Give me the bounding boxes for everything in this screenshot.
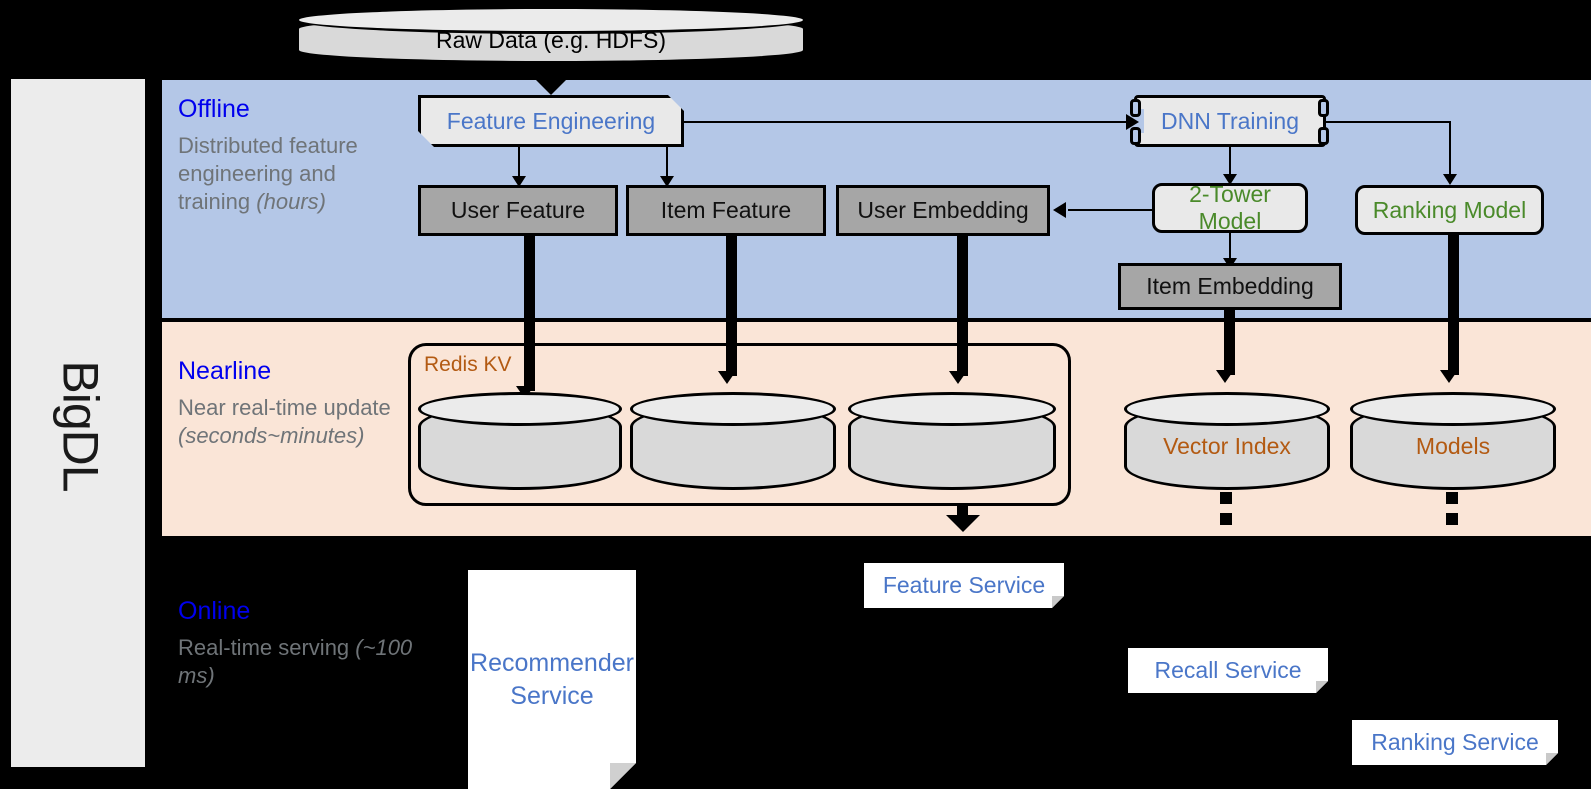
band-subtitle-offline-plain: Distributed feature engineering and trai… [178, 132, 358, 214]
models-cylinder: Models [1350, 392, 1556, 490]
store-item-feature-cylinder [630, 392, 836, 490]
pipe-redis-to-featureservice [957, 504, 968, 518]
store-user-feature-top [418, 392, 622, 426]
band-subtitle-online: Real-time serving (~100 ms) [178, 634, 413, 690]
service-ranking[interactable]: Ranking Service [1352, 720, 1558, 765]
arrow-fe-to-dnn-shaft [684, 121, 1130, 123]
node-2-tower-model[interactable]: 2-Tower Model [1152, 181, 1308, 234]
arrow-fe-to-userfeature-shaft [518, 147, 520, 179]
node-item-embedding[interactable]: Item Embedding [1118, 263, 1342, 310]
node-dnn-training-label: DNN Training [1160, 107, 1300, 134]
dot-vectorindex-2 [1220, 513, 1232, 525]
store-user-feature-cylinder [418, 392, 622, 490]
dnn-notch-bottom-left [1130, 127, 1141, 145]
arrow-twotower-to-userembedding-shaft [1068, 209, 1152, 211]
node-user-embedding[interactable]: User Embedding [836, 185, 1050, 236]
bigdl-label: BigDL [53, 360, 109, 492]
store-user-embedding-cylinder [848, 392, 1056, 490]
node-feature-engineering[interactable]: Feature Engineering [418, 95, 684, 147]
store-user-embedding-top [848, 392, 1056, 426]
vector-index-label: Vector Index [1163, 433, 1291, 459]
node-2-tower-model-label: 2-Tower Model [1189, 181, 1271, 234]
dot-models-1 [1446, 492, 1458, 504]
arrow-dnn-to-twotower-shaft [1229, 147, 1231, 177]
arrow-twotower-to-userembedding-head [1053, 202, 1066, 218]
node-user-embedding-label: User Embedding [857, 197, 1029, 223]
band-subtitle-offline-italic: (hours) [256, 188, 326, 214]
dnn-notch-top-right [1318, 99, 1329, 117]
redis-kv-label: Redis KV [424, 353, 512, 376]
pipe-itemfeature-arrow [718, 371, 736, 384]
arrow-dnn-to-ranking-v [1449, 121, 1451, 177]
store-user-feature-label [418, 403, 622, 490]
raw-data-label: Raw Data (e.g. HDFS) [435, 27, 667, 53]
service-recommender-line1: Recommender [470, 649, 634, 677]
band-subtitle-nearline-plain: Near real-time update [178, 394, 391, 420]
pipe-itememb-to-vectorindex [1224, 310, 1235, 375]
pipe-userembedding-to-store [957, 236, 968, 376]
arrow-twotower-to-itememb-shaft [1229, 233, 1231, 262]
node-user-feature[interactable]: User Feature [418, 185, 618, 236]
arrow-fe-to-userfeature-head [512, 176, 526, 187]
store-item-feature-top [630, 392, 836, 426]
bigdl-label-wrap: BigDL [11, 79, 151, 773]
arrow-fe-to-dnn-head [1126, 114, 1139, 130]
arrow-rawdata-to-fe-shaft [546, 62, 557, 80]
dnn-notch-top-left [1130, 99, 1141, 117]
redis-kv-container [408, 343, 1071, 506]
store-item-feature-label [630, 403, 836, 490]
arrow-dnn-to-twotower-head [1223, 174, 1237, 185]
dot-vectorindex-1 [1220, 492, 1232, 504]
raw-data-cylinder: Raw Data (e.g. HDFS) [296, 6, 806, 64]
caption-online: Online Real-time serving (~100 ms) [178, 597, 413, 690]
band-subtitle-nearline-italic: (seconds~minutes) [178, 422, 365, 448]
models-label: Models [1415, 433, 1491, 459]
service-recommender-line2: Service [510, 681, 594, 710]
vector-index-top [1124, 392, 1330, 426]
dnn-notch-bottom-right [1318, 127, 1329, 145]
band-subtitle-online-italic: (~100 ms) [178, 634, 413, 688]
pipe-userfeature-to-store [524, 236, 535, 391]
node-ranking-model[interactable]: Ranking Model [1355, 185, 1544, 235]
pipe-itemfeature-to-store [726, 236, 737, 376]
pipe-rankingmodel-to-models [1448, 233, 1459, 375]
store-user-embedding-label [848, 403, 1056, 490]
dot-models-2 [1446, 513, 1458, 525]
models-top [1350, 392, 1556, 426]
bigdl-framework-rail: BigDL [8, 76, 148, 770]
band-subtitle-nearline: Near real-time update (seconds~minutes) [178, 394, 413, 450]
arrow-fe-to-itemfeature-shaft [666, 147, 668, 179]
node-feature-engineering-label: Feature Engineering [446, 107, 656, 134]
band-title-offline: Offline [178, 95, 250, 123]
arrow-dnn-to-ranking-head [1443, 174, 1457, 185]
node-item-feature-label: Item Feature [660, 197, 792, 223]
caption-nearline: Nearline Near real-time update (seconds~… [178, 357, 413, 450]
node-ranking-model-label: Ranking Model [1372, 196, 1527, 223]
pipe-itememb-arrow [1216, 370, 1234, 383]
arrow-fe-to-itemfeature-head [660, 176, 674, 187]
arrow-rawdata-to-fe-head [534, 78, 568, 95]
service-recall[interactable]: Recall Service [1128, 648, 1328, 693]
caption-offline: Offline Distributed feature engineering … [178, 95, 413, 216]
service-recall-label: Recall Service [1154, 657, 1302, 683]
pipe-userembedding-arrow [949, 371, 967, 384]
band-title-online: Online [178, 597, 251, 625]
pipe-rankingmodel-arrow [1440, 370, 1458, 383]
band-subtitle-online-plain: Real-time serving [178, 634, 356, 660]
service-ranking-label: Ranking Service [1371, 729, 1539, 755]
service-feature[interactable]: Feature Service [864, 563, 1064, 608]
band-title-nearline: Nearline [178, 357, 272, 385]
node-dnn-training[interactable]: DNN Training [1134, 95, 1326, 147]
service-feature-label: Feature Service [882, 572, 1046, 598]
node-user-feature-label: User Feature [450, 197, 586, 223]
arrow-dnn-to-ranking-h [1326, 121, 1450, 123]
band-subtitle-offline: Distributed feature engineering and trai… [178, 132, 413, 216]
node-item-embedding-label: Item Embedding [1146, 273, 1314, 299]
node-item-feature[interactable]: Item Feature [626, 185, 826, 236]
pipe-redis-to-featureservice-arrow [946, 515, 980, 532]
raw-data-cylinder-top [296, 6, 806, 34]
vector-index-cylinder: Vector Index [1124, 392, 1330, 490]
